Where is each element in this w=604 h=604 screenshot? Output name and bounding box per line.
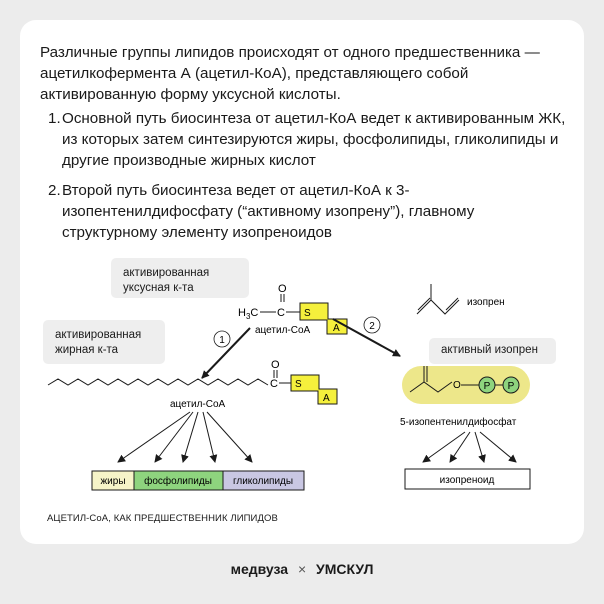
carbon-label: C	[277, 307, 285, 319]
step2-circle	[363, 316, 381, 334]
figure-caption: АЦЕТИЛ-CoA, КАК ПРЕДШЕСТВЕННИК ЛИПИДОВ	[47, 513, 278, 524]
list-number: 1.	[48, 110, 61, 127]
phosphate-label: P	[508, 381, 515, 392]
h3c-label: H3C	[238, 307, 258, 321]
acetyl-coa-label: ацетил-CoA	[170, 399, 226, 410]
glycolipids-label: гликолипиды	[233, 476, 293, 487]
pathway-list: 1. Основной путь биосинтеза от ацетил-Ко…	[40, 108, 570, 252]
step2-label: 2	[369, 321, 375, 332]
active-isoprene-label: активный изопрен	[429, 338, 556, 364]
isoprene-structure	[416, 299, 460, 315]
list-item: 2. Второй путь биосинтеза ведет от ацети…	[40, 180, 570, 243]
coa-shape	[290, 374, 338, 405]
activated-acetic-label: активированная уксусная к-та	[111, 258, 249, 298]
arrow	[449, 431, 471, 463]
arrow	[181, 411, 199, 463]
activated-fatty-label: активированная жирная к-та	[43, 320, 165, 364]
isoprene-structure	[417, 297, 431, 311]
umskul-logo: УМСКУЛ	[316, 561, 374, 577]
ipp-label: 5-изопентенилдифосфат	[400, 416, 517, 428]
oxygen-label: O	[271, 359, 280, 371]
arrow-to-fatty	[201, 327, 251, 379]
arrow	[422, 431, 466, 463]
list-item: 1. Основной путь биосинтеза от ацетил-Ко…	[40, 108, 570, 171]
sulfur-label: S	[295, 379, 302, 390]
fats-label: жиры	[100, 476, 125, 487]
phosphate-label: P	[484, 381, 491, 392]
medvuza-logo: медвуза	[230, 561, 289, 577]
arrow	[474, 431, 486, 463]
isoprene-structure	[445, 297, 459, 311]
coa-shape	[299, 302, 348, 335]
isoprene-label: изопрен	[467, 297, 505, 308]
footer-brand: медвуза × УМСКУЛ	[0, 561, 604, 577]
step1-label: 1	[219, 335, 225, 346]
arrow	[202, 411, 218, 463]
phospholipids-label: фосфолипиды	[144, 475, 212, 487]
arrow	[479, 431, 517, 463]
fatty-acid-chain	[47, 378, 269, 386]
arrow-to-isoprene	[332, 318, 401, 357]
step1-circle	[213, 330, 231, 348]
phosphate-circle	[502, 376, 520, 394]
a-label: A	[333, 323, 340, 334]
isoprenoid-box	[404, 468, 531, 490]
glycolipids-box	[222, 470, 305, 491]
ipp-structure	[409, 381, 453, 393]
intro-text: Различные группы липидов происходят от о…	[40, 44, 540, 103]
oxygen-label: O	[453, 380, 461, 391]
a-label: A	[323, 393, 330, 404]
list-text: Второй путь биосинтеза ведет от ацетил-К…	[62, 182, 475, 241]
isoprenoid-label: изопреноид	[440, 475, 495, 486]
list-text: Основной путь биосинтеза от ацетил-КоА в…	[62, 110, 566, 169]
arrow	[117, 411, 191, 463]
separator-icon: ×	[297, 561, 307, 577]
sulfur-label: S	[304, 308, 311, 319]
carbon-label: C	[270, 378, 278, 390]
arrow	[206, 411, 253, 463]
acetyl-coa-label: ацетил-CoA	[255, 325, 311, 336]
arrow	[154, 411, 194, 463]
oxygen-label: O	[278, 283, 287, 295]
list-number: 2.	[48, 182, 61, 199]
